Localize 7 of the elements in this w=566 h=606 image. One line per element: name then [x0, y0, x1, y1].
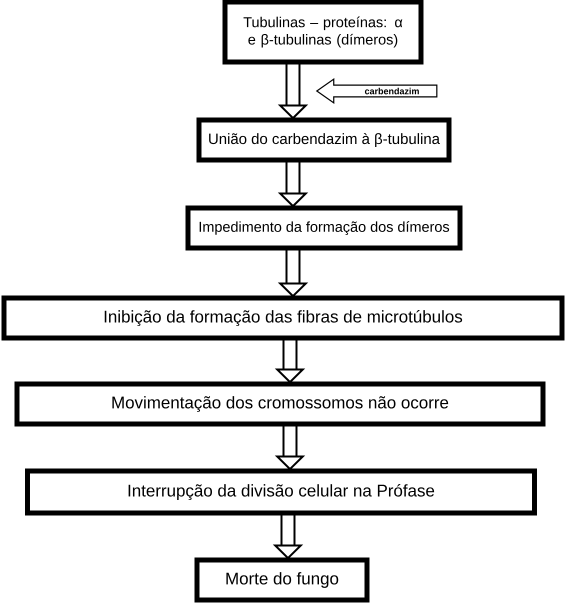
process-box: Tubulinas – proteínas: α e β-tubulinas (dímeros) — [222, 0, 424, 64]
process-box: Movimentação dos cromossomos não ocorre — [14, 382, 546, 426]
process-box: Interrupção da divisão celular na Prófase — [25, 468, 537, 516]
process-box: União do carbendazim à β-tubulina — [196, 118, 452, 162]
process-box: Impedimento da formação dos dímeros — [186, 206, 462, 250]
process-box: Inibição da formação das fibras de microtúbulos — [2, 296, 564, 340]
process-box: Morte do fungo — [194, 558, 370, 602]
